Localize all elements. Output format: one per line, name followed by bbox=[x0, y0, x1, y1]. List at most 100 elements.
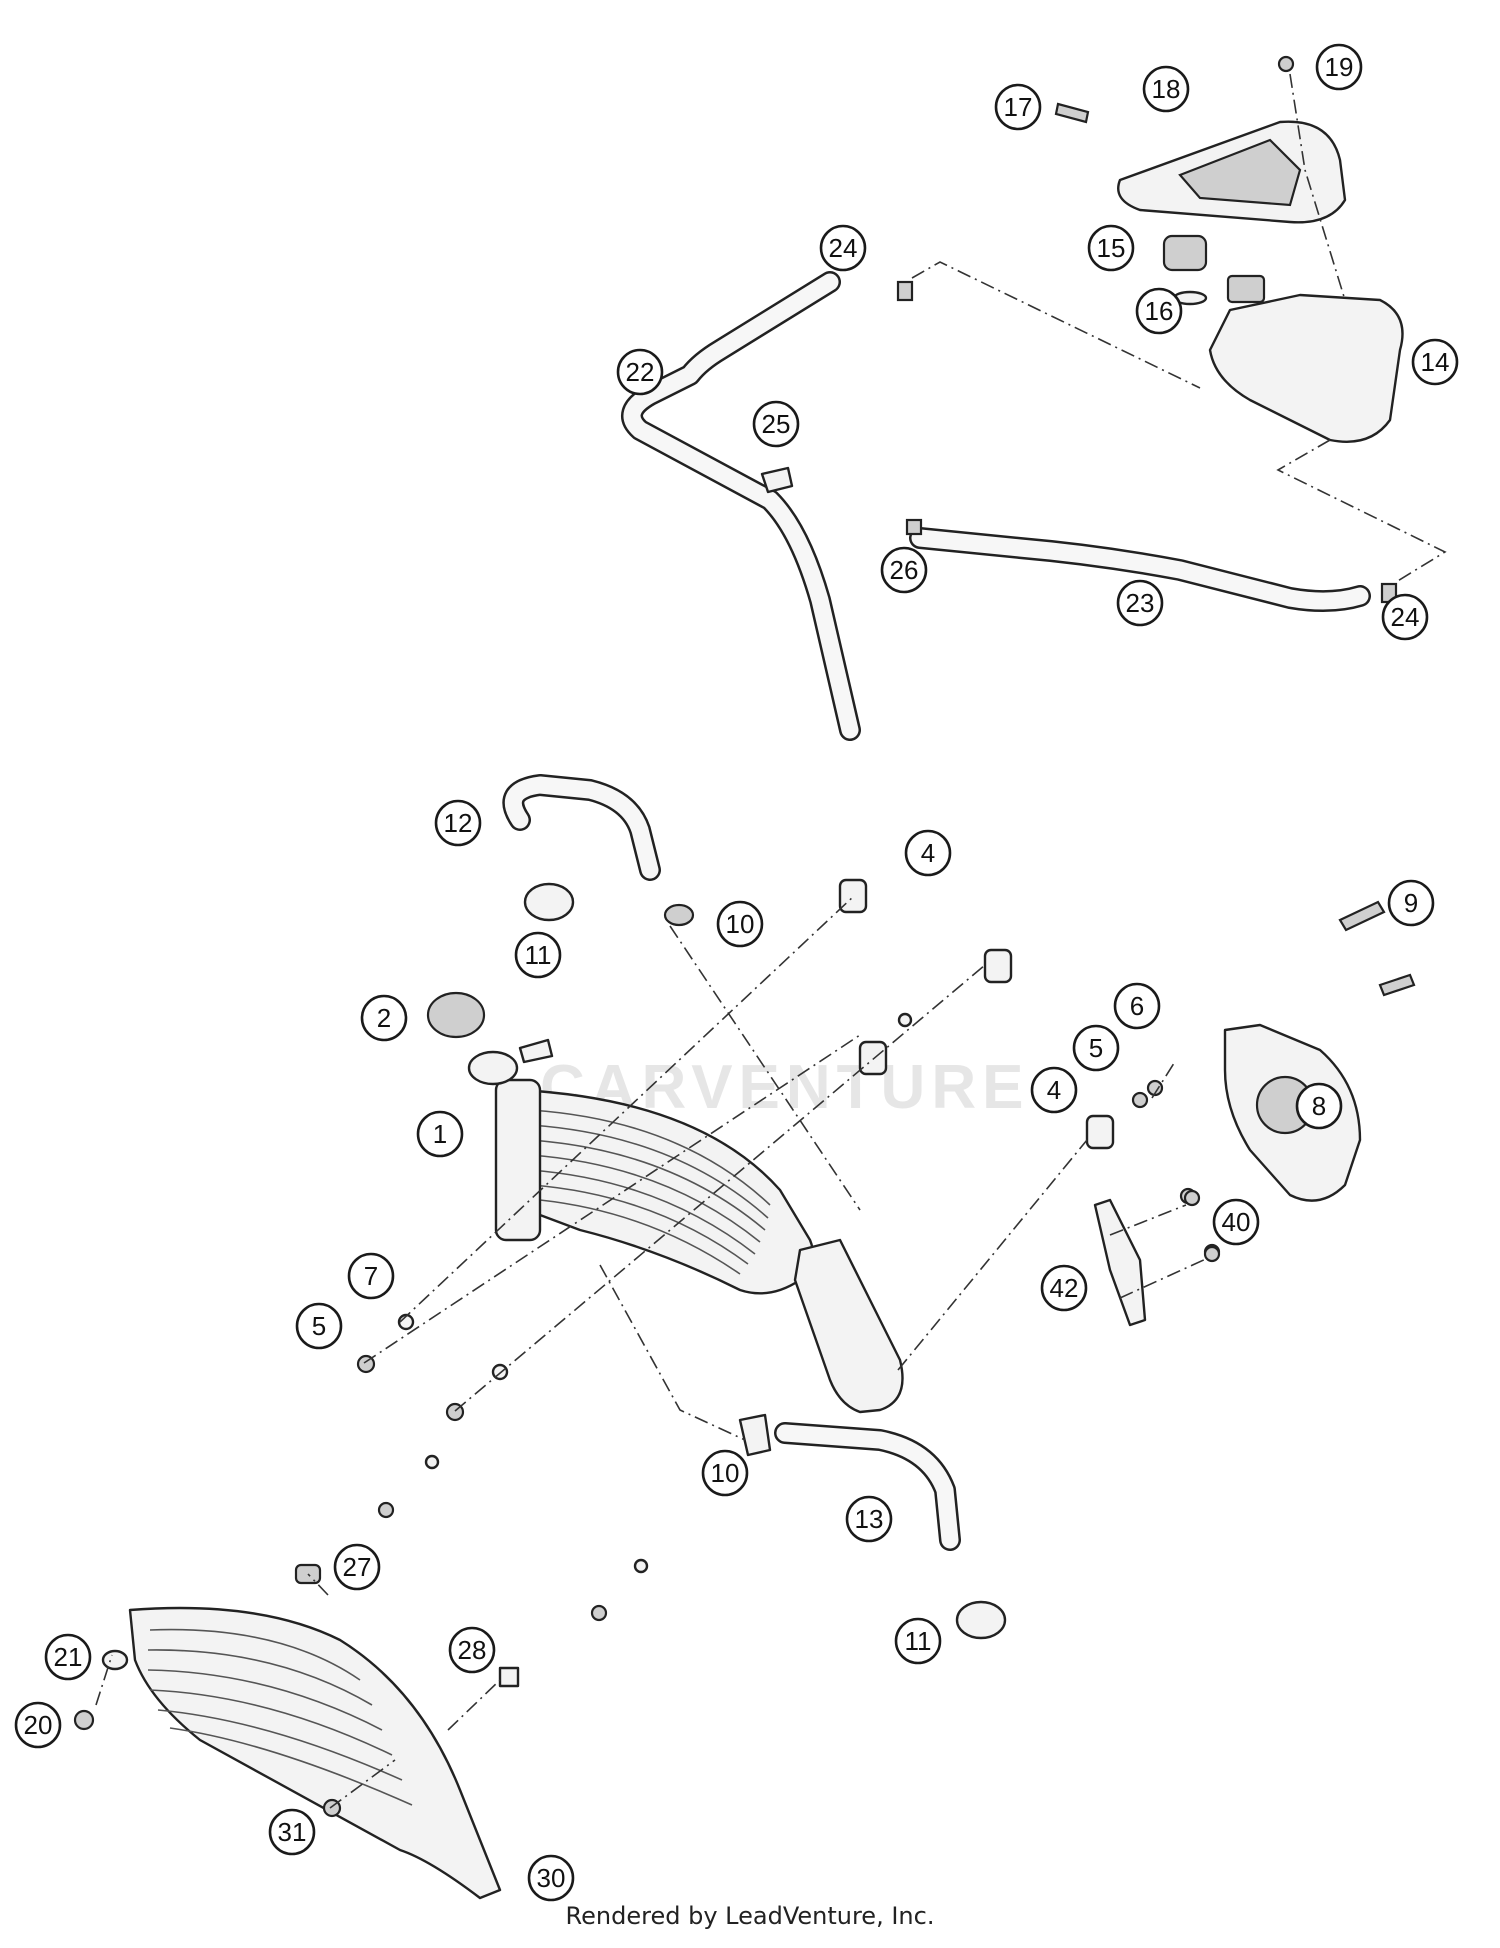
svg-text:21: 21 bbox=[54, 1642, 83, 1672]
callout: 9 bbox=[1387, 879, 1435, 927]
grille-louvers bbox=[147, 1628, 413, 1806]
callout: 18 bbox=[1142, 65, 1190, 113]
svg-text:13: 13 bbox=[855, 1504, 884, 1534]
hose-clamp-10-top bbox=[663, 903, 695, 927]
svg-text:42: 42 bbox=[1050, 1273, 1079, 1303]
clip-26 bbox=[905, 518, 923, 536]
callout: 11 bbox=[894, 1617, 942, 1665]
callout: 15 bbox=[1087, 224, 1135, 272]
clamp-24-top bbox=[896, 280, 914, 302]
screw-9-a bbox=[1338, 900, 1386, 932]
callout: 4 bbox=[1030, 1066, 1078, 1114]
clip-28 bbox=[498, 1666, 520, 1688]
tank-cap bbox=[1162, 234, 1208, 272]
callout: 1 bbox=[416, 1110, 464, 1158]
callout: 28 bbox=[448, 1626, 496, 1674]
callout: 11 bbox=[514, 931, 562, 979]
screw-9-b bbox=[1378, 973, 1416, 997]
nut-20 bbox=[73, 1709, 95, 1731]
svg-text:5: 5 bbox=[312, 1311, 326, 1341]
callout: 21 bbox=[44, 1633, 92, 1681]
callout: 7 bbox=[347, 1252, 395, 1300]
hose-clamp-11-bottom bbox=[955, 1600, 1007, 1640]
radiator-filler-neck bbox=[467, 1050, 519, 1086]
callout: 30 bbox=[527, 1854, 575, 1902]
callout: 10 bbox=[701, 1449, 749, 1497]
svg-text:10: 10 bbox=[711, 1458, 740, 1488]
rubber-mount-4-a bbox=[838, 878, 868, 914]
callout: 31 bbox=[268, 1808, 316, 1856]
svg-text:1: 1 bbox=[433, 1119, 447, 1149]
svg-text:17: 17 bbox=[1004, 92, 1033, 122]
rubber-mount-4-c bbox=[858, 1040, 888, 1076]
bracket-42 bbox=[1093, 1198, 1147, 1327]
svg-text:28: 28 bbox=[458, 1635, 487, 1665]
callout: 25 bbox=[752, 400, 800, 448]
svg-text:8: 8 bbox=[1312, 1091, 1326, 1121]
radiator-right-tank bbox=[793, 1238, 904, 1414]
svg-text:14: 14 bbox=[1421, 347, 1450, 377]
radiator-left-tank bbox=[494, 1078, 542, 1242]
svg-text:25: 25 bbox=[762, 409, 791, 439]
callout: 13 bbox=[845, 1495, 893, 1543]
svg-text:2: 2 bbox=[377, 1003, 391, 1033]
svg-text:9: 9 bbox=[1404, 888, 1418, 918]
radiator-fins bbox=[529, 1109, 771, 1275]
svg-text:19: 19 bbox=[1325, 52, 1354, 82]
washer-21 bbox=[101, 1649, 129, 1671]
callout: 5 bbox=[1072, 1024, 1120, 1072]
svg-text:24: 24 bbox=[829, 233, 858, 263]
svg-text:11: 11 bbox=[525, 940, 552, 970]
rubber-mount-4-d bbox=[1085, 1114, 1115, 1150]
callout: 22 bbox=[616, 348, 664, 396]
svg-text:4: 4 bbox=[921, 838, 935, 868]
radiator-cap bbox=[426, 991, 486, 1039]
callout: 10 bbox=[716, 900, 764, 948]
bolt-17 bbox=[1054, 102, 1090, 124]
expansion-tank bbox=[1208, 293, 1404, 443]
svg-text:27: 27 bbox=[343, 1552, 372, 1582]
callout: 27 bbox=[333, 1543, 381, 1591]
rubber-mount-4-b bbox=[983, 948, 1013, 984]
hose-clamp-11-top bbox=[523, 882, 575, 922]
callout: 16 bbox=[1135, 287, 1183, 335]
callout: 2 bbox=[360, 994, 408, 1042]
callout: 14 bbox=[1411, 338, 1459, 386]
hose-12 bbox=[502, 774, 661, 881]
svg-text:30: 30 bbox=[537, 1863, 566, 1893]
callout: 19 bbox=[1315, 43, 1363, 91]
callout: 8 bbox=[1295, 1082, 1343, 1130]
screw-19 bbox=[1277, 55, 1295, 73]
screw-40-a bbox=[1183, 1189, 1201, 1207]
clip-25 bbox=[760, 466, 794, 494]
svg-text:4: 4 bbox=[1047, 1075, 1061, 1105]
hose-22 bbox=[621, 271, 861, 741]
svg-text:40: 40 bbox=[1222, 1207, 1251, 1237]
callout: 24 bbox=[819, 224, 867, 272]
svg-text:16: 16 bbox=[1145, 296, 1174, 326]
svg-text:12: 12 bbox=[444, 808, 473, 838]
svg-text:24: 24 bbox=[1391, 602, 1420, 632]
svg-text:20: 20 bbox=[24, 1710, 53, 1740]
svg-text:22: 22 bbox=[626, 357, 655, 387]
svg-text:7: 7 bbox=[364, 1261, 378, 1291]
svg-text:31: 31 bbox=[278, 1817, 307, 1847]
svg-text:15: 15 bbox=[1097, 233, 1126, 263]
hose-clamp-10-bottom bbox=[738, 1413, 772, 1457]
callout: 23 bbox=[1116, 579, 1164, 627]
callout: 26 bbox=[880, 546, 928, 594]
svg-text:18: 18 bbox=[1152, 74, 1181, 104]
svg-text:23: 23 bbox=[1126, 588, 1155, 618]
svg-text:11: 11 bbox=[905, 1626, 932, 1656]
callout: 24 bbox=[1381, 593, 1429, 641]
callout: 6 bbox=[1113, 982, 1161, 1030]
tank-cover-inner bbox=[1178, 138, 1302, 207]
svg-text:26: 26 bbox=[890, 555, 919, 585]
tank-neck bbox=[1226, 274, 1266, 304]
svg-text:6: 6 bbox=[1130, 991, 1144, 1021]
svg-text:5: 5 bbox=[1089, 1033, 1103, 1063]
callout: 4 bbox=[904, 829, 952, 877]
svg-text:10: 10 bbox=[726, 909, 755, 939]
footer-credit: Rendered by LeadVenture, Inc. bbox=[565, 1902, 935, 1930]
